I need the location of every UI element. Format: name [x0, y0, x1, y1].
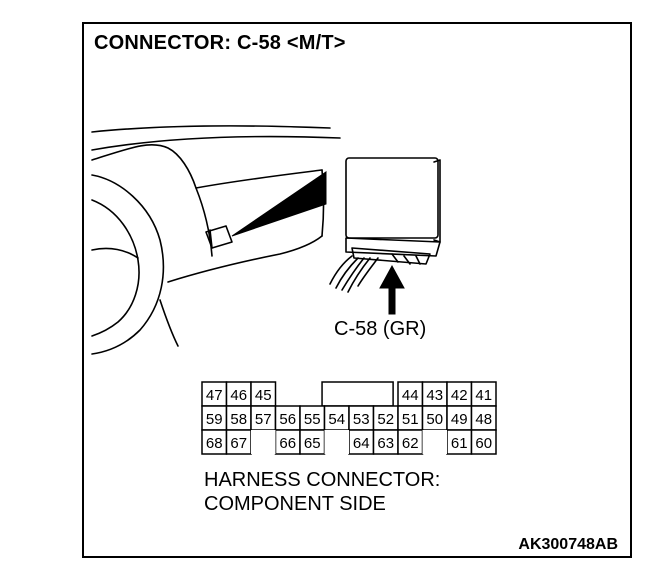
pin-label: 48 — [475, 411, 492, 428]
harness-wires — [329, 255, 379, 293]
caption-line-1: HARNESS CONNECTOR: — [204, 469, 441, 491]
pin-label: 62 — [402, 435, 419, 452]
diagram-title: CONNECTOR: C-58 <M/T> — [94, 32, 346, 54]
pin-label: 45 — [255, 387, 272, 404]
pin-cell — [397, 405, 424, 431]
pin-cell — [470, 429, 497, 455]
dash-top-line — [91, 125, 331, 133]
diagram-frame — [82, 22, 632, 558]
glovebox-edge — [195, 169, 323, 189]
control-unit-side — [433, 159, 441, 243]
zoom-wedge — [231, 171, 327, 237]
pin-cell — [470, 405, 497, 431]
pin-cell — [372, 429, 399, 455]
relay-box — [205, 225, 233, 249]
pin-label: 42 — [451, 387, 468, 404]
control-unit — [345, 157, 439, 239]
pin-cell — [446, 381, 473, 407]
harness-caption: HARNESS CONNECTOR: COMPONENT SIDE — [204, 468, 440, 516]
pin-label: 47 — [206, 387, 223, 404]
connector-body — [351, 247, 431, 265]
pin-cell — [250, 405, 277, 431]
pin-label: 49 — [451, 411, 468, 428]
pin-label: 68 — [206, 435, 223, 452]
pin-cell — [274, 405, 301, 431]
pin-label: 64 — [353, 435, 370, 452]
pin-label: 59 — [206, 411, 223, 428]
pin-cell — [446, 405, 473, 431]
steering-wheel-inner — [91, 199, 140, 337]
pin-label: 43 — [426, 387, 443, 404]
pin-label: 58 — [230, 411, 247, 428]
empty-pin-slot — [422, 430, 447, 454]
connector-latch — [391, 253, 421, 265]
steering-wheel — [91, 174, 165, 355]
cluster-hood — [91, 143, 213, 257]
pin-label: 44 — [402, 387, 419, 404]
pin-cell — [470, 381, 497, 407]
pin-label: 61 — [451, 435, 468, 452]
pin-label: 53 — [353, 411, 370, 428]
connector-pinout: 47 46 45 44 43 42 41 59 58 57 56 55 54 53 52 51 50 49 48 68… — [201, 381, 497, 455]
pin-label: 65 — [304, 435, 321, 452]
pin-cell — [225, 429, 252, 455]
caption-line-2: COMPONENT SIDE — [204, 493, 386, 515]
connector-callout-label: C-58 (GR) — [334, 318, 427, 340]
pin-label: 56 — [279, 411, 296, 428]
figure-code: AK300748AB — [518, 536, 618, 553]
pin-label: 41 — [475, 387, 492, 404]
pin-label: 66 — [279, 435, 296, 452]
pin-label: 67 — [230, 435, 247, 452]
pin-label: 50 — [426, 411, 443, 428]
pin-cell — [397, 429, 424, 455]
relay-box-face — [209, 229, 213, 249]
pin-cell — [348, 405, 375, 431]
pin-label: 54 — [328, 411, 345, 428]
pin-label: 46 — [230, 387, 247, 404]
lower-dash — [167, 235, 323, 283]
empty-pin-slot — [324, 430, 349, 454]
pin-cell — [201, 405, 228, 431]
pin-cell — [299, 405, 326, 431]
pin-label: 55 — [304, 411, 321, 428]
pin-label: 57 — [255, 411, 272, 428]
pin-cell — [397, 381, 424, 407]
column-cover — [159, 299, 179, 347]
pin-label: 52 — [377, 411, 394, 428]
pin-cell — [225, 405, 252, 431]
empty-pin-slot — [251, 430, 276, 454]
steering-spoke — [91, 247, 139, 259]
dash-top-line-2 — [91, 135, 341, 151]
pin-label: 63 — [377, 435, 394, 452]
control-unit-base — [345, 237, 441, 257]
pin-cell — [348, 429, 375, 455]
pointer-arrow — [379, 264, 405, 315]
connector-key-slot — [321, 381, 394, 407]
pin-cell — [250, 381, 277, 407]
pin-label: 51 — [402, 411, 419, 428]
pin-label: 60 — [475, 435, 492, 452]
